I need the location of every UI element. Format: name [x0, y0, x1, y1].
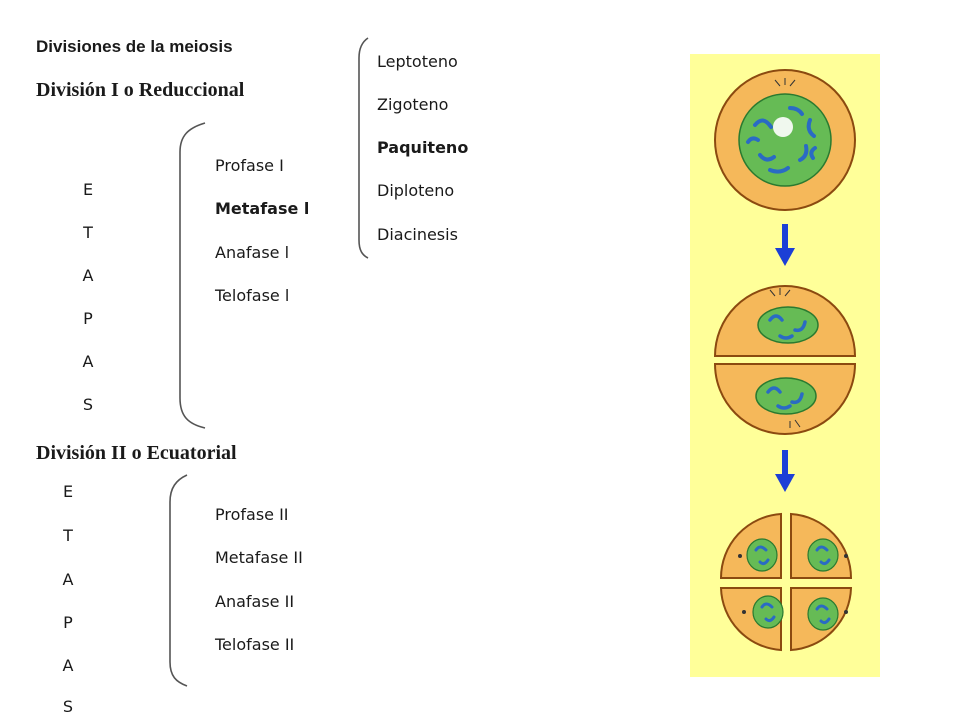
page-title: Divisiones de la meiosis [36, 37, 233, 56]
cell-icon [713, 285, 857, 435]
etapas-letter: T [63, 526, 73, 545]
substage-item: Leptoteno [377, 52, 458, 71]
phase-item: Profase I [215, 156, 284, 175]
division-1-heading: División I o Reduccional [36, 79, 245, 101]
etapas-letter: S [62, 697, 74, 716]
substage-item: Diacinesis [377, 225, 458, 244]
phase-item: Telofase l [215, 286, 290, 305]
phase-item: Profase II [215, 505, 289, 524]
etapas-letter: S [82, 395, 94, 414]
phase-item: Metafase l [215, 199, 310, 218]
bracket [179, 122, 206, 429]
etapas-letter: A [82, 352, 94, 371]
etapas-letter: A [82, 266, 94, 285]
substage-item: Paquiteno [377, 138, 469, 157]
phase-item: Telofase II [215, 635, 295, 654]
bracket [169, 474, 188, 687]
etapas-letter: T [83, 223, 93, 242]
arrow-down-icon [775, 224, 795, 266]
etapas-letter: A [62, 570, 74, 589]
substage-item: Zigoteno [377, 95, 449, 114]
etapas-letter: P [63, 613, 73, 632]
arrow-down-icon [775, 450, 795, 492]
cell-icon [719, 512, 853, 652]
phase-item: Anafase l [215, 243, 290, 262]
phase-item: Metafase II [215, 548, 303, 567]
bracket [358, 37, 369, 259]
cell-icon [714, 69, 856, 211]
etapas-letter: E [82, 180, 94, 199]
etapas-letter: E [62, 482, 74, 501]
phase-item: Anafase II [215, 592, 295, 611]
etapas-letter: A [62, 656, 74, 675]
division-2-heading: División II o Ecuatorial [36, 442, 237, 464]
meiosis-cell-division-illustration [690, 54, 880, 677]
etapas-letter: P [83, 309, 93, 328]
substage-item: Diploteno [377, 181, 455, 200]
